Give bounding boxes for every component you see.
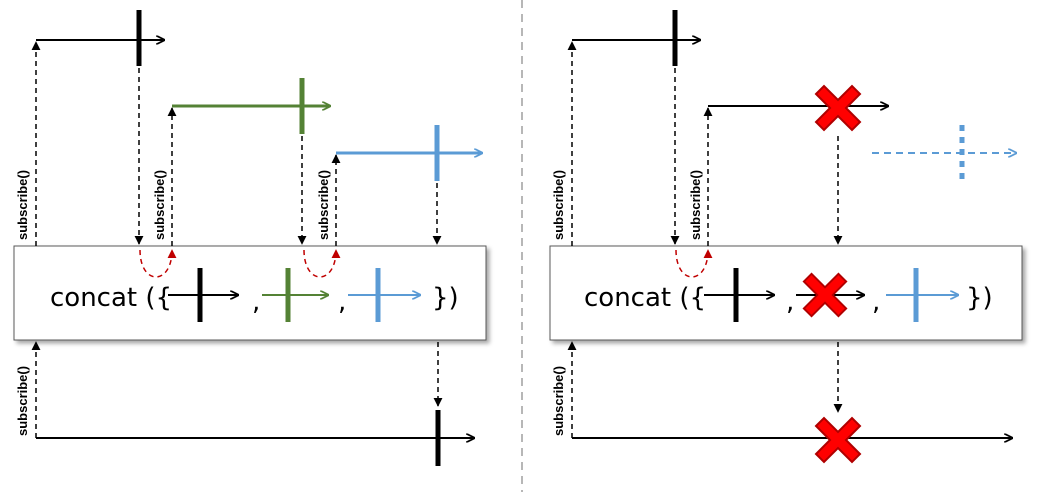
error-cross-icon — [815, 85, 861, 131]
subscribe-label-output-right: subscribe() — [551, 366, 566, 436]
concat-box — [13, 245, 487, 341]
left-panel-success: concat ({ , , }) subscribe() subscribe()… — [13, 10, 487, 466]
subscribe-label-output: subscribe() — [15, 366, 30, 436]
concat-suffix-text-right: }) — [966, 283, 993, 313]
concat-prefix-text: concat ({ — [50, 283, 172, 313]
subscribe-label-black-right: subscribe() — [551, 170, 566, 240]
comma-2: , — [338, 287, 346, 317]
subscribe-label-blue: subscribe() — [316, 170, 331, 240]
comma-1-right: , — [786, 287, 794, 317]
handoff-arc-right — [675, 249, 713, 278]
subscribe-label-green: subscribe() — [152, 170, 167, 240]
concat-suffix-text: }) — [432, 283, 459, 313]
handoff-arc-1 — [139, 249, 177, 278]
concat-prefix-text-right: concat ({ — [584, 283, 706, 313]
right-panel-error: concat ({ , , }) subscribe() subscribe() — [549, 10, 1023, 463]
comma-2-right: , — [872, 287, 880, 317]
comma-1: , — [252, 287, 260, 317]
output-error-cross-icon — [815, 417, 861, 463]
subscribe-label-error: subscribe() — [688, 170, 703, 240]
subscribe-label-black: subscribe() — [15, 170, 30, 240]
handoff-arc-2 — [303, 249, 341, 278]
concat-box-right — [549, 245, 1023, 341]
